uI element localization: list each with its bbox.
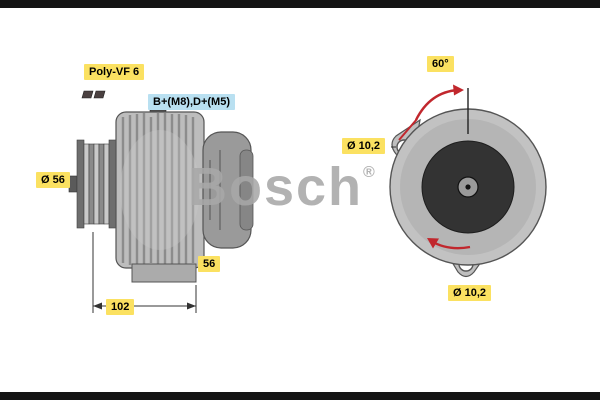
hole-diameter-bottom-label: Ø 10,2 (448, 285, 492, 301)
rear-length-label: 56 (198, 256, 221, 272)
front-view-drawing (389, 84, 547, 278)
bottom-border-bar (0, 392, 600, 400)
pulley (76, 139, 117, 229)
rear-housing (202, 131, 254, 249)
mount-angle-label: 60° (427, 56, 454, 72)
pulley-shaft (68, 175, 78, 193)
angle-annotation (398, 84, 469, 141)
hole-diameter-top-label: Ø 10,2 (342, 138, 386, 154)
belt-type-label: Poly-VF 6 (84, 64, 145, 80)
top-border-bar (0, 0, 600, 8)
rotation-arrow (427, 238, 471, 250)
side-view-drawing (68, 90, 254, 313)
mounting-foot (131, 263, 197, 283)
terminals-label: B+(M8),D+(M5) (148, 94, 236, 110)
belt-section-icon (81, 90, 106, 99)
front-housing (115, 111, 205, 269)
pulley-diameter-label: Ø 56 (36, 172, 70, 188)
rotor (421, 140, 515, 234)
total-length-label: 102 (106, 299, 135, 315)
